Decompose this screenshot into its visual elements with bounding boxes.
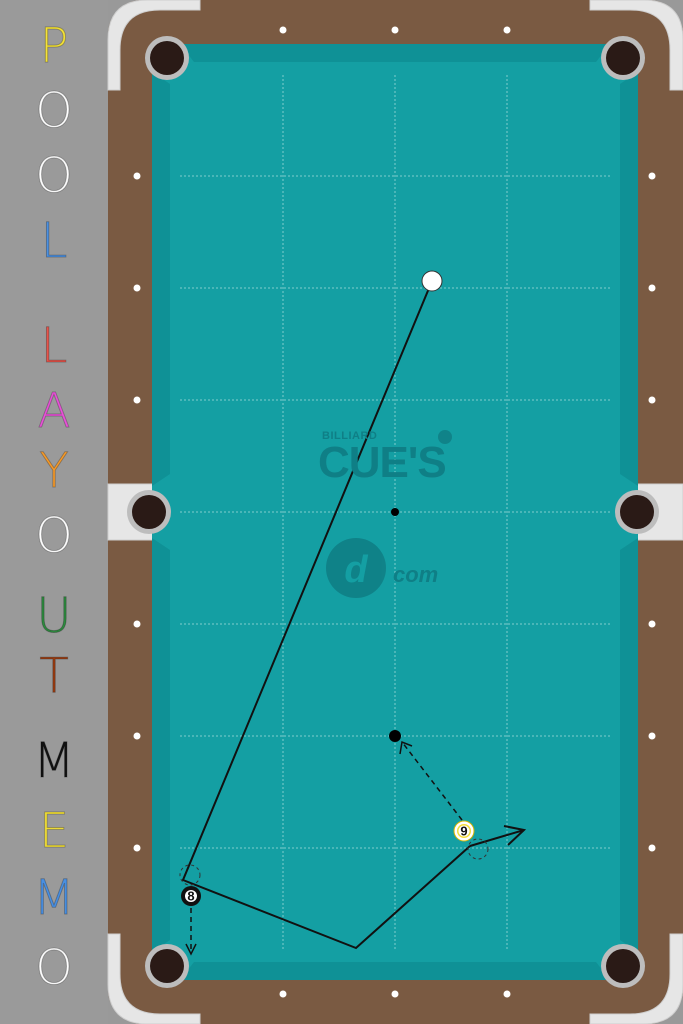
pocket-top-right — [601, 36, 645, 80]
pockets — [127, 36, 659, 988]
pocket-bottom-left — [145, 944, 189, 988]
center-spot — [391, 508, 399, 516]
cue-ball-path — [181, 280, 471, 950]
cushions — [152, 44, 638, 980]
title-letter: L — [40, 213, 68, 269]
pocket-bottom-right — [601, 944, 645, 988]
diamond-marker — [503, 26, 511, 34]
cue-ball-path-arrow-shaft — [469, 829, 525, 847]
title-letter: Y — [39, 443, 69, 499]
title-letter: O — [35, 940, 74, 996]
eight-ball[interactable]: 8 — [181, 886, 201, 906]
diamond-marker — [648, 284, 656, 292]
nine-ball-number: 9 — [460, 824, 467, 839]
foot-spot — [389, 730, 401, 742]
watermark-logo-icon: d — [326, 430, 452, 598]
title-letter: M — [33, 870, 75, 926]
nine-ball[interactable]: 9 — [453, 820, 475, 842]
diamond-marker — [391, 990, 399, 998]
title-letter: U — [36, 588, 72, 644]
eight-ball-number: 8 — [187, 889, 194, 904]
diamond-marker — [133, 844, 141, 852]
diamond-marker — [133, 284, 141, 292]
title-letter: L — [40, 318, 68, 374]
diamond-marker — [648, 620, 656, 628]
diamond-marker — [133, 732, 141, 740]
diamond-marker — [133, 172, 141, 180]
ghost-ball-nine — [467, 838, 489, 860]
diamond-marker — [648, 172, 656, 180]
diamond-marker — [391, 26, 399, 34]
diamond-marker — [648, 396, 656, 404]
cue-ball[interactable] — [421, 270, 443, 292]
svg-text:d: d — [344, 549, 368, 591]
eight-ball-path-arrowhead — [185, 943, 197, 956]
diamond-marker — [133, 396, 141, 404]
pocket-side-left — [127, 490, 171, 534]
diamond-marker — [648, 732, 656, 740]
title-letter: T — [39, 648, 69, 704]
diamond-marker — [133, 620, 141, 628]
title-letter: O — [35, 148, 74, 204]
pocket-side-right — [615, 490, 659, 534]
title-letter: A — [37, 383, 71, 439]
cue-ball-path-arrowhead — [503, 825, 527, 846]
nine-ball-path — [401, 741, 463, 821]
diamond-marker — [648, 844, 656, 852]
title-letter: E — [38, 803, 70, 859]
title-letter: O — [35, 508, 74, 564]
diamond-marker — [279, 990, 287, 998]
diamond-marker — [279, 26, 287, 34]
ghost-ball-cue — [179, 864, 201, 886]
nine-ball-path-arrowhead — [399, 740, 413, 755]
title-letter: P — [39, 18, 69, 74]
title-letter: M — [33, 733, 75, 789]
pocket-top-left — [145, 36, 189, 80]
title-letter: O — [35, 83, 74, 139]
diamond-marker — [503, 990, 511, 998]
rail-diamonds — [133, 26, 656, 998]
